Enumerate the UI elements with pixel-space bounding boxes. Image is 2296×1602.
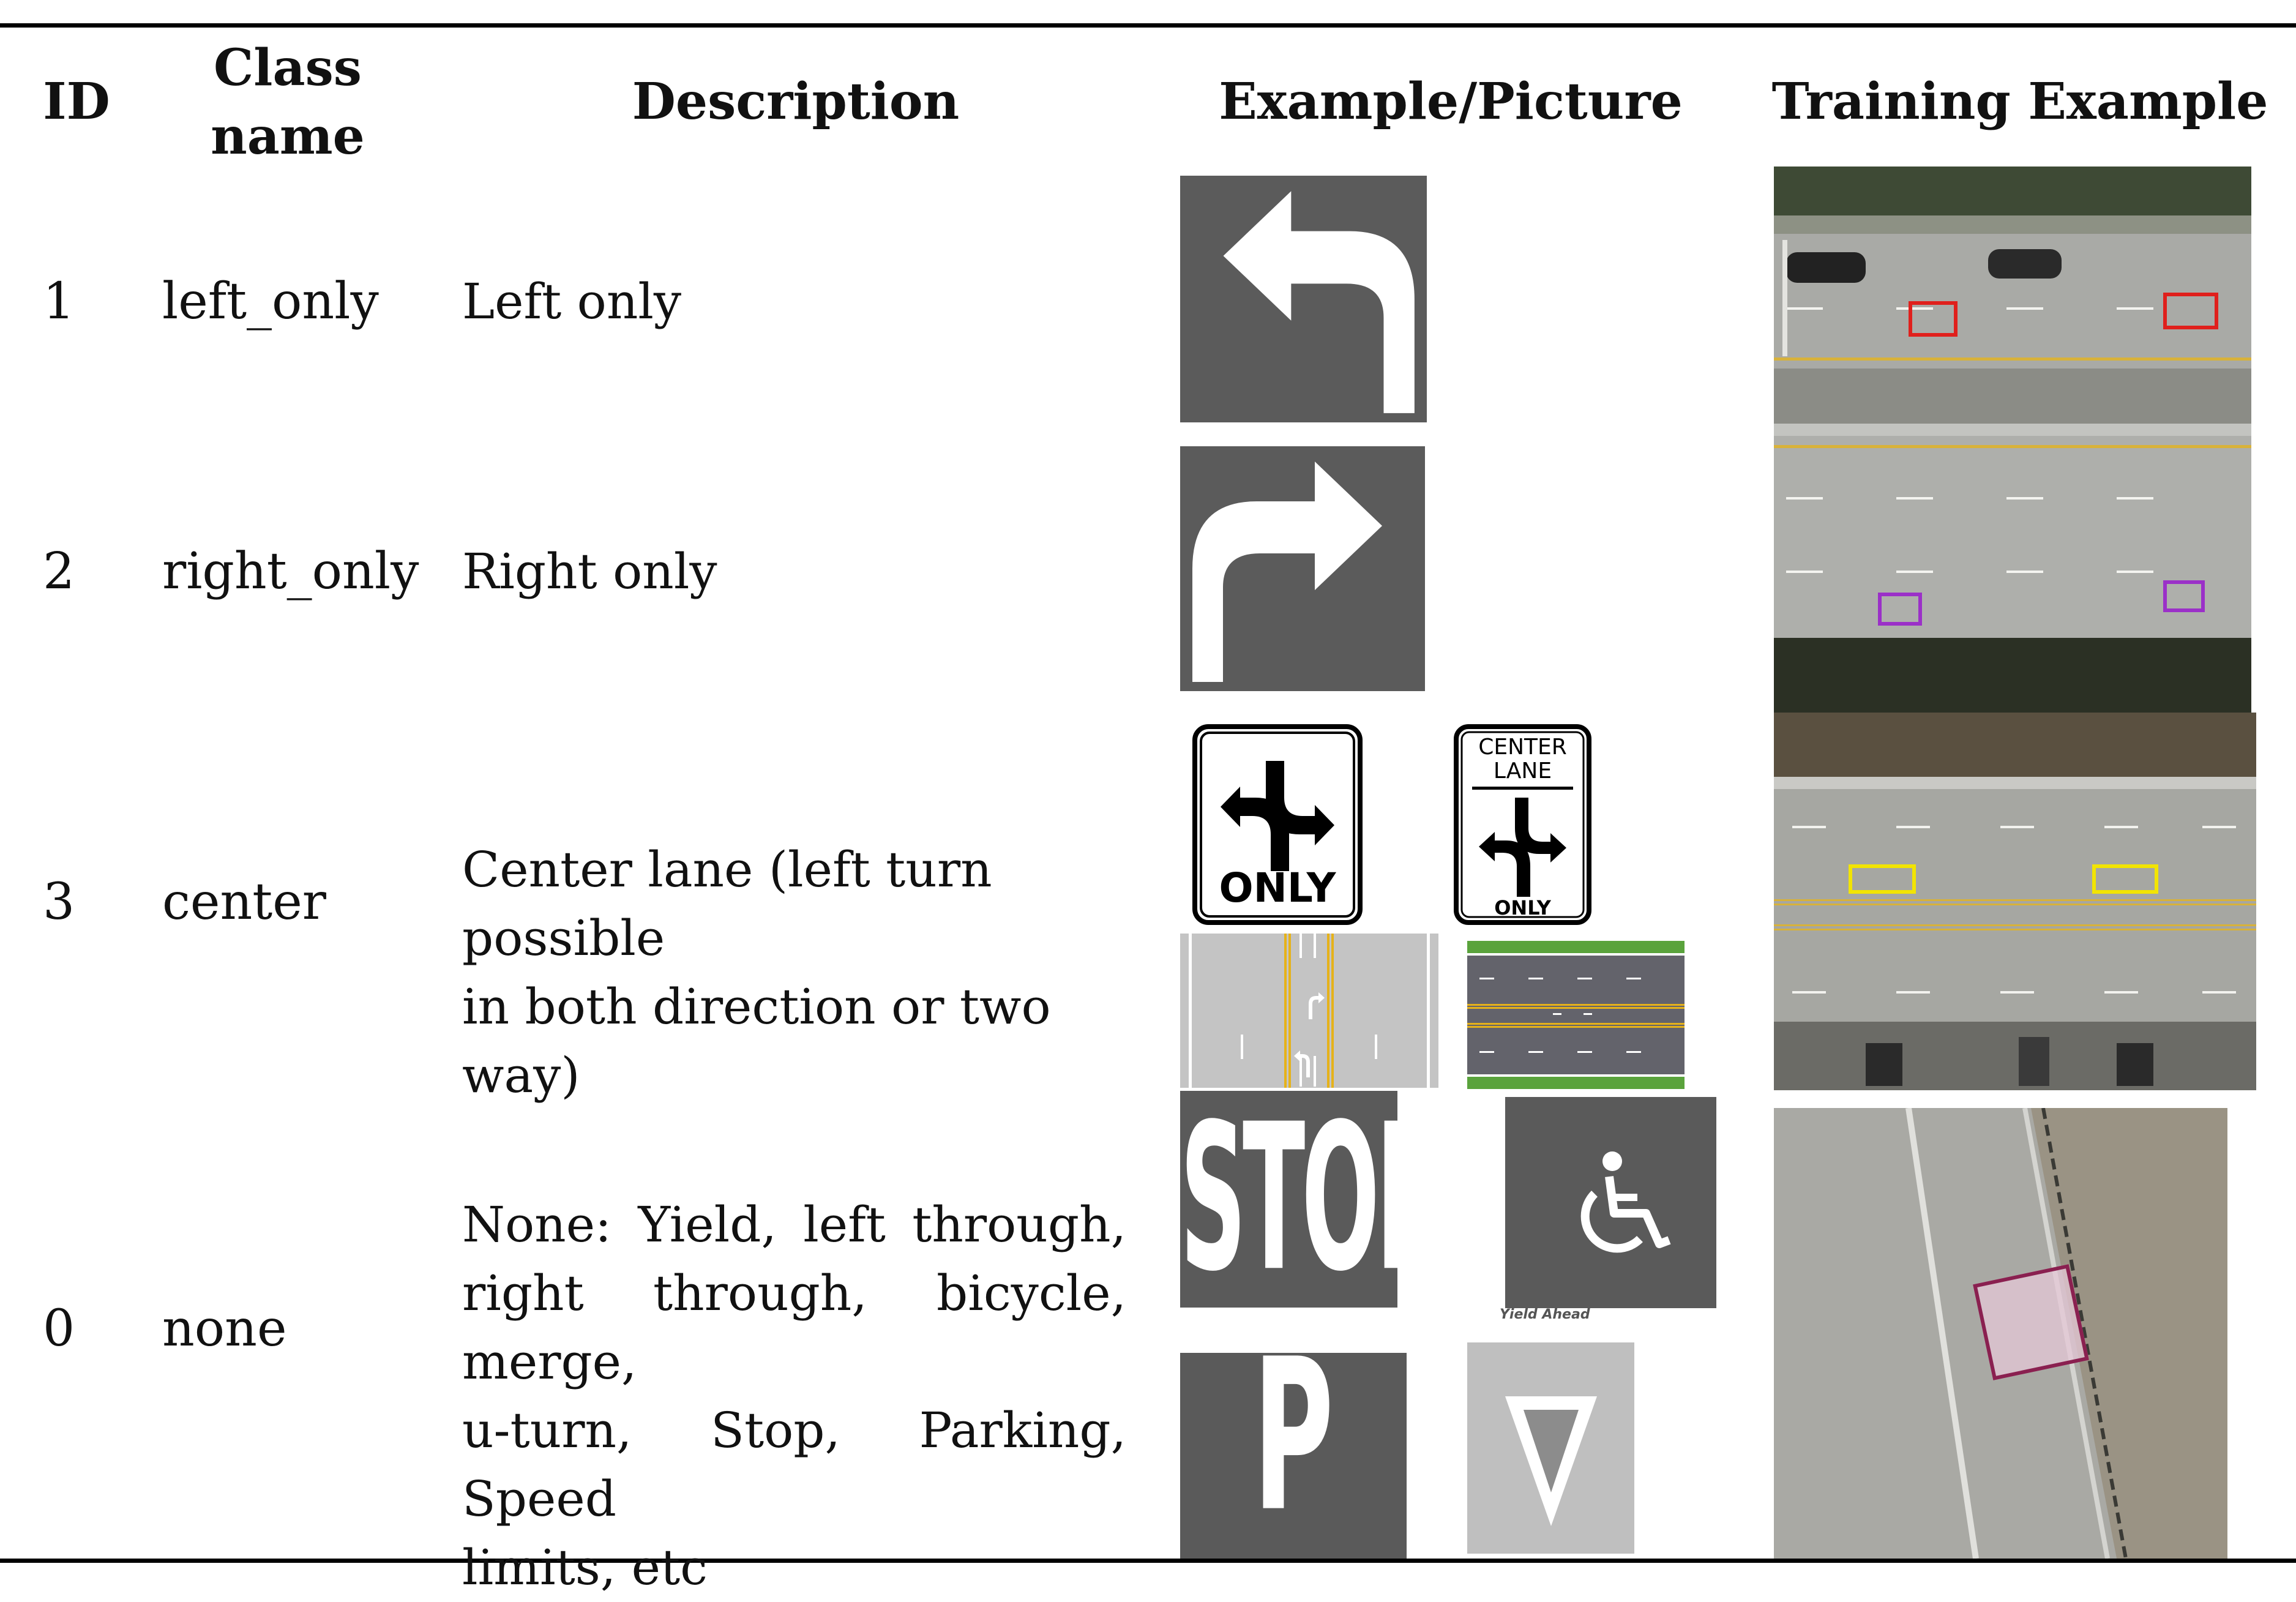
training-aerial-none — [1774, 1108, 2227, 1559]
stop-marking-text: STOP — [1180, 1091, 1397, 1308]
row-4-description-line-3: u-turn, Stop, Parking, Speed — [462, 1402, 1126, 1527]
header-example: Example/Picture — [1219, 72, 1683, 131]
row-3-id: 3 — [43, 873, 75, 931]
none-bounding-box — [1973, 1264, 2089, 1380]
row-2-id: 2 — [43, 542, 75, 601]
row-3-description: Center lane (left turn possible in both … — [462, 836, 1126, 1110]
center-bounding-box — [1849, 864, 1916, 894]
row-3-description-line-1: Center lane (left turn possible — [462, 841, 992, 967]
top-rule — [0, 23, 2296, 28]
wheelchair-icon — [1505, 1097, 1716, 1308]
row-4-description-line-2: right through, bicycle, merge, — [462, 1265, 1126, 1390]
header-id: ID — [43, 72, 110, 131]
row-1-class-name: left_only — [162, 272, 379, 331]
yield-ahead-caption: Yield Ahead — [1500, 1307, 1590, 1322]
center-lane-only-sign: CENTER LANE ONLY — [1454, 724, 1591, 925]
parking-marking-image: P — [1180, 1353, 1407, 1559]
header-description: Description — [632, 72, 960, 131]
row-4-class-name: none — [162, 1300, 287, 1358]
only-small-sign-text: ONLY — [1494, 896, 1551, 919]
stop-marking-image: STOP — [1180, 1091, 1397, 1308]
row-4-description: None: Yield, left through, right through… — [462, 1191, 1126, 1602]
training-aerial-left-right — [1774, 167, 2251, 713]
aerial-highway-icon — [1774, 167, 2251, 713]
two-way-lane-diagram-icon — [1180, 934, 1438, 1088]
training-aerial-center — [1774, 713, 2256, 1090]
bottom-rule — [0, 1559, 2296, 1563]
header-training: Training Example — [1771, 72, 2268, 131]
parking-marking-text: P — [1253, 1353, 1334, 1559]
left-arrow-marking-image — [1180, 176, 1427, 422]
row-1-id: 1 — [43, 272, 75, 331]
handicap-marking-image — [1505, 1097, 1716, 1308]
lane-sign-text: LANE — [1493, 758, 1552, 784]
two-way-arrows-icon — [1192, 724, 1363, 925]
center-lane-arrows-icon — [1454, 724, 1591, 925]
left-only-bounding-box-2 — [2163, 293, 2218, 329]
right-only-bounding-box — [1878, 593, 1922, 626]
row-4-description-line-1: None: Yield, left through, — [462, 1196, 1126, 1253]
right-only-bounding-box-2 — [2163, 580, 2205, 612]
row-4-description-line-4: limits, etc — [462, 1539, 708, 1596]
row-3-description-line-2: in both direction or two way) — [462, 978, 1051, 1104]
aerial-center-lane-icon — [1774, 713, 2256, 1090]
left-turn-arrow-icon — [1180, 176, 1427, 422]
header-class-name: Class name — [159, 34, 416, 171]
center-lane-road-diagram-horizontal — [1467, 941, 1685, 1089]
row-3-class-name: center — [162, 873, 326, 931]
two-way-left-turn-only-sign: ONLY — [1192, 724, 1363, 925]
header-class-line-1: Class — [214, 39, 362, 97]
center-lane-road-diagram — [1180, 934, 1438, 1088]
yield-marking-image — [1467, 1342, 1634, 1554]
row-2-description: Right only — [462, 543, 717, 600]
yield-triangle-icon — [1467, 1342, 1634, 1554]
right-arrow-marking-image — [1180, 446, 1425, 691]
center-sign-text: CENTER — [1478, 735, 1567, 760]
row-1-description: Left only — [462, 273, 682, 330]
row-2-class-name: right_only — [162, 542, 419, 601]
row-4-id: 0 — [43, 1300, 75, 1358]
only-sign-text: ONLY — [1219, 864, 1336, 911]
left-only-bounding-box — [1909, 301, 1958, 337]
horizontal-lane-diagram-icon — [1467, 941, 1685, 1089]
right-turn-arrow-icon — [1180, 446, 1425, 691]
header-class-line-2: name — [211, 107, 365, 166]
center-bounding-box-2 — [2092, 864, 2158, 894]
